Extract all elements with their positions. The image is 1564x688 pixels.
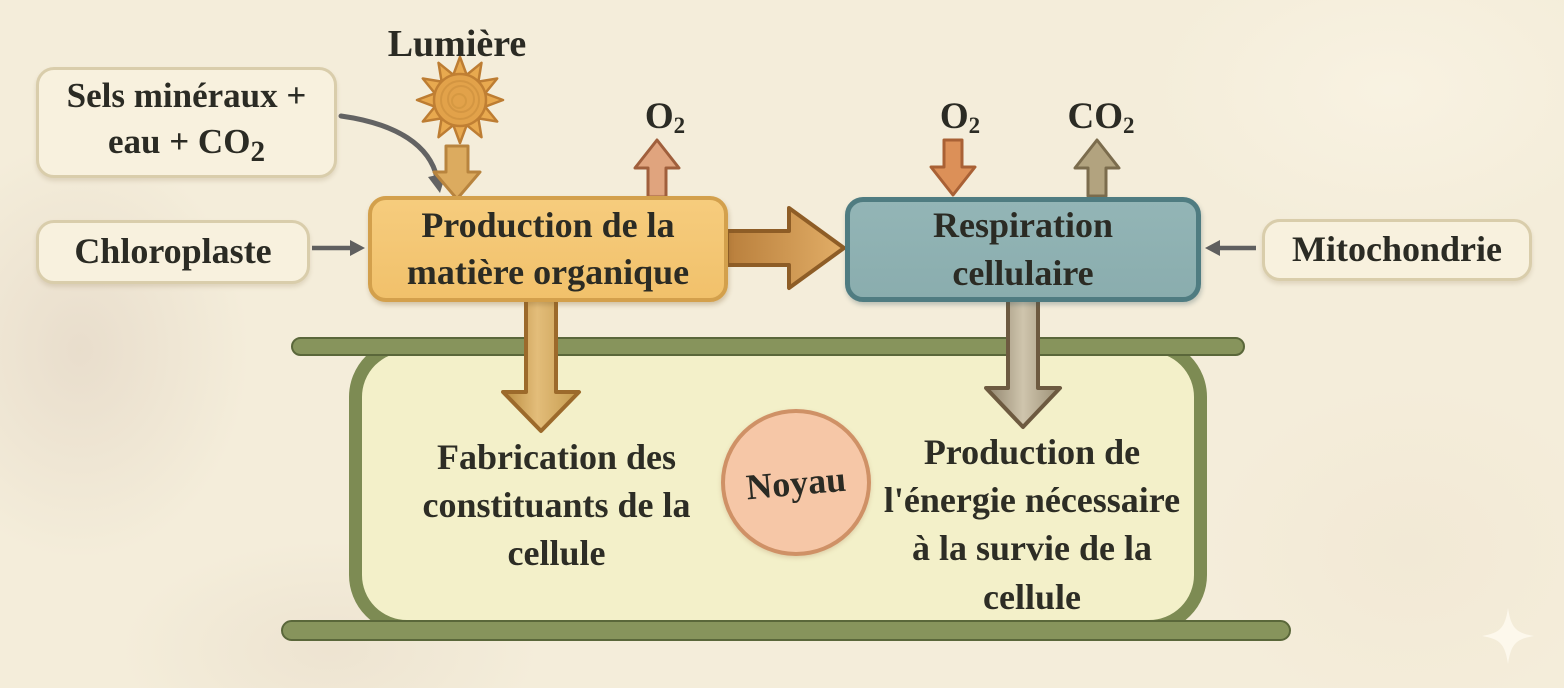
chloroplaste-label-box: Chloroplaste	[36, 220, 310, 284]
inputs-label-line1: Sels minéraux +	[66, 76, 307, 116]
arrow-minerals-to-production	[338, 113, 446, 193]
mitochondrie-label-box: Mitochondrie	[1262, 219, 1532, 281]
noyau-circle: Noyau	[721, 409, 871, 556]
production-line1: Production de la	[421, 204, 675, 245]
energie-text: Production de l'énergie nécessaire à la …	[883, 432, 1181, 617]
inputs-label-box: Sels minéraux + eau + CO2	[36, 67, 337, 178]
arrow-o2-out	[633, 138, 681, 199]
background-texture-patch	[0, 140, 250, 560]
production-line2: matière organique	[406, 252, 690, 292]
fabrication-text: Fabrication des constituants de la cellu…	[422, 437, 691, 574]
arrow-light-to-production	[432, 144, 482, 201]
mitochondrie-label: Mitochondrie	[1292, 229, 1502, 270]
sun-icon	[415, 55, 505, 145]
arrow-mitochondrie-to-respiration	[1205, 240, 1256, 256]
background-texture-patch	[1150, 0, 1564, 240]
arrow-co2-out	[1073, 138, 1121, 198]
cell-wall-top-bar	[291, 337, 1245, 356]
arrow-production-to-respiration	[725, 206, 846, 290]
respiration-line2: cellulaire	[952, 252, 1094, 293]
co2-released-label: CO2	[1067, 96, 1135, 138]
o2-released-label: O2	[644, 96, 686, 138]
sparkle-icon	[1482, 608, 1534, 664]
light-label: Lumière	[387, 23, 527, 65]
arrow-chloroplaste-to-production	[312, 240, 365, 256]
production-box: Production de la matière organique	[368, 196, 728, 302]
chloroplaste-label: Chloroplaste	[74, 231, 272, 272]
o2-consumed-label: O2	[939, 96, 981, 138]
cell-wall-bottom-bar	[281, 620, 1291, 641]
inputs-label-line2: eau + CO2	[107, 122, 266, 169]
respiration-box: Respiration cellulaire	[845, 197, 1201, 302]
noyau-label: Noyau	[744, 458, 848, 507]
respiration-line1: Respiration	[933, 205, 1113, 246]
arrow-o2-in	[929, 138, 977, 197]
background-texture-patch	[1200, 380, 1564, 688]
